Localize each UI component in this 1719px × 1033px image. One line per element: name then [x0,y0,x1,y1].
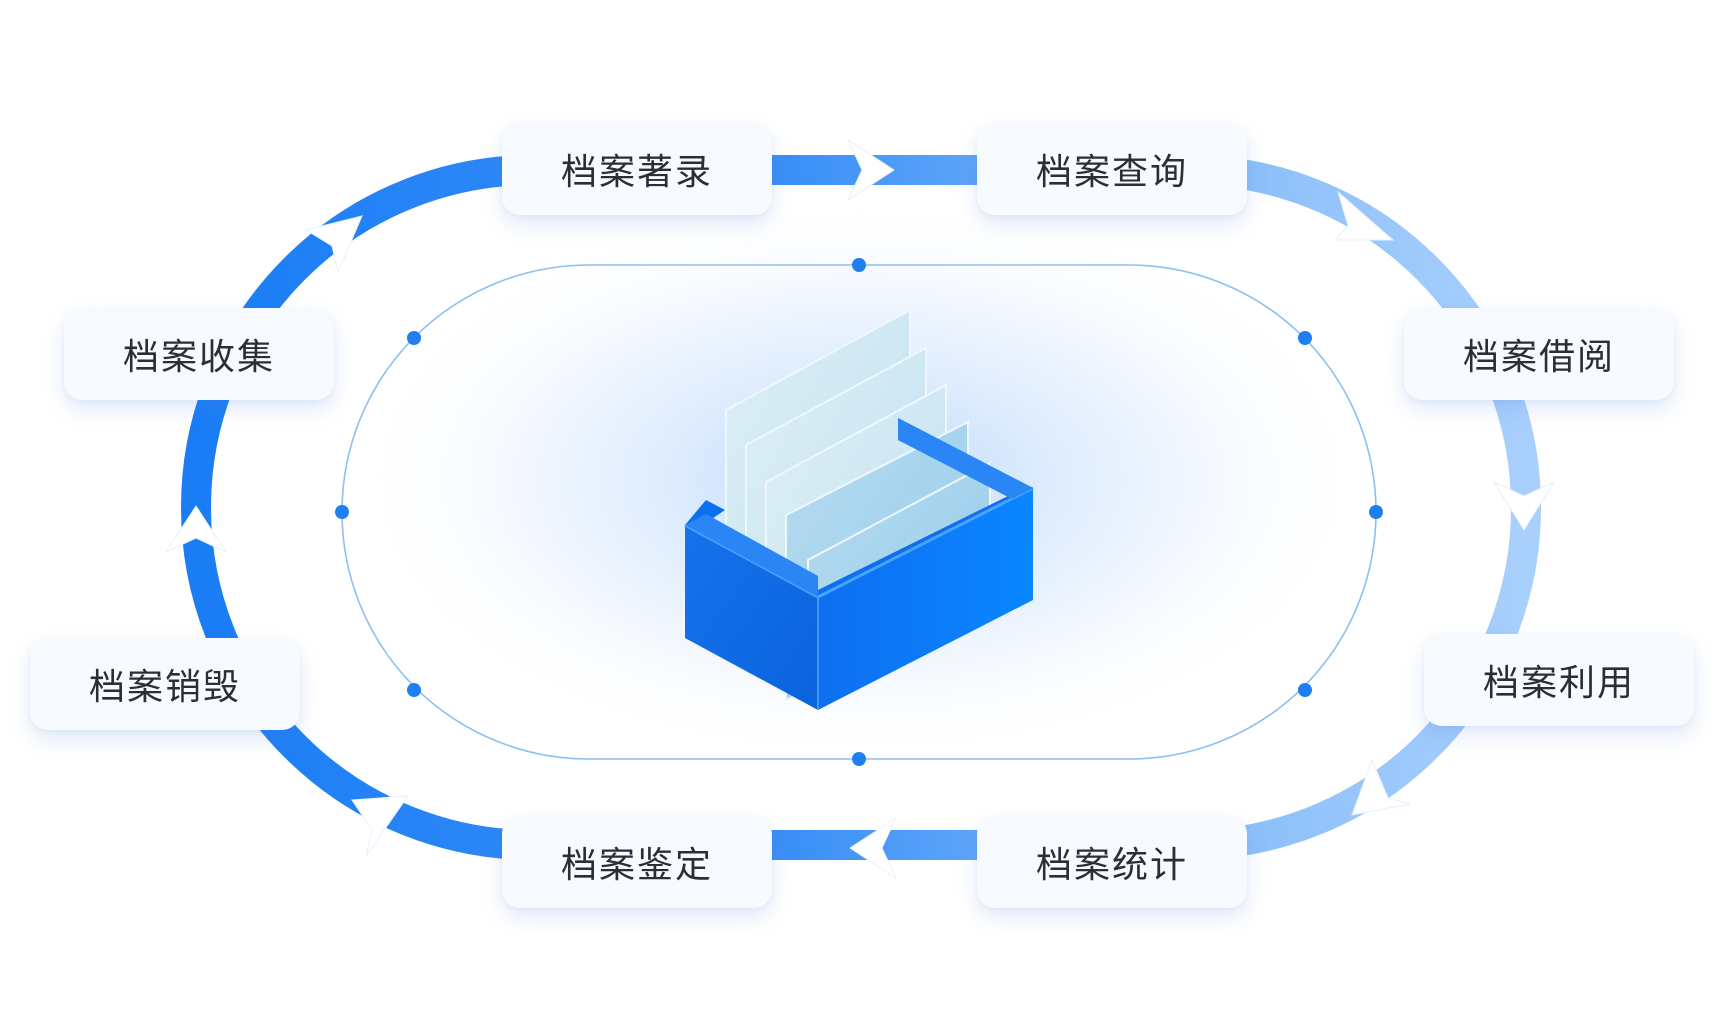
arrow-icon [1351,758,1411,816]
flow-arrows [164,138,1556,880]
ring-dot [1298,683,1312,697]
inner-ring-dots [335,258,1383,766]
stage-card-collect[interactable]: 档案收集 [64,308,334,400]
stage-label: 档案鉴定 [560,845,713,886]
stage-label: 档案利用 [1482,663,1635,704]
ring-dot [407,683,421,697]
stage-label: 档案销毁 [88,667,241,708]
ring-dot [1369,505,1383,519]
stage-label: 档案查询 [1035,152,1188,193]
arrow-icon [849,816,898,880]
ring-dot [335,505,349,519]
stage-card-borrow[interactable]: 档案借阅 [1404,308,1674,400]
arrow-icon [351,795,410,857]
stage-label: 档案著录 [560,152,713,193]
arrow-icon [304,215,363,274]
stage-card-destroy[interactable]: 档案销毁 [30,638,300,730]
stage-card-query[interactable]: 档案查询 [977,123,1247,215]
stage-card-stats[interactable]: 档案统计 [977,816,1247,908]
stage-card-catalog[interactable]: 档案著录 [502,123,772,215]
stage-label: 档案借阅 [1462,337,1615,378]
arrow-icon [1492,480,1556,531]
arrow-icon [164,505,228,554]
ring-dot [407,331,421,345]
ring-dot [852,258,866,272]
archive-box-icon [684,308,1034,710]
ring-dot [852,752,866,766]
ring-dot [1298,331,1312,345]
stage-card-appraise[interactable]: 档案鉴定 [502,816,772,908]
arrow-icon [846,138,895,202]
arrow-icon [1333,190,1395,241]
stage-label: 档案收集 [122,337,275,378]
stage-card-use[interactable]: 档案利用 [1424,634,1694,726]
stage-label: 档案统计 [1035,845,1188,886]
